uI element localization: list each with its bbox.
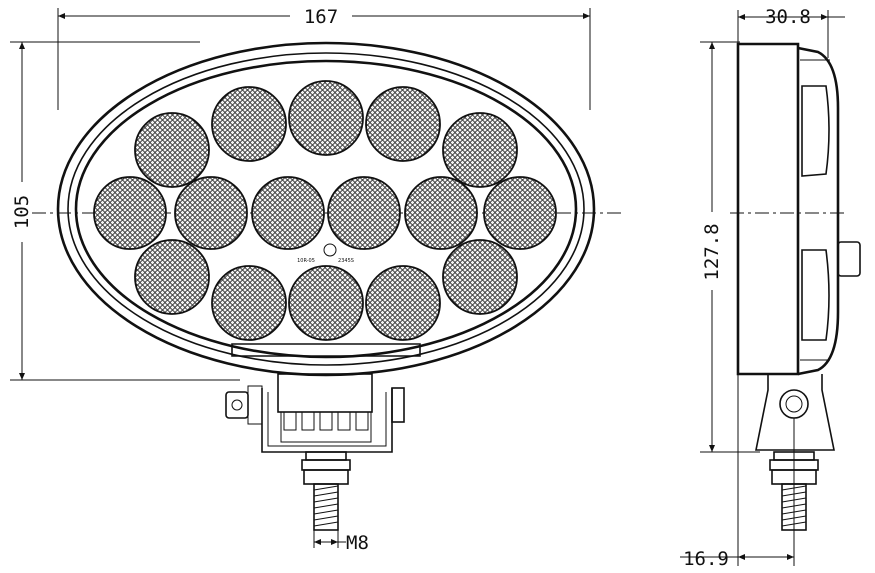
front-mounting-bracket (225, 373, 405, 531)
front-view: 167 105 (10, 6, 622, 554)
housing-outer (56, 41, 596, 377)
badge-left-text: 10R-05 (297, 258, 315, 264)
led-module (365, 86, 441, 162)
bottom-strip (231, 343, 421, 357)
led-module (251, 176, 325, 250)
led-module (134, 112, 210, 188)
led-module (134, 239, 210, 315)
side-connector (837, 241, 861, 277)
side-depth-dimension: 30.8 (737, 6, 845, 58)
front-height-dimension: 105 (10, 41, 240, 381)
front-width-label: 167 (304, 6, 338, 28)
led-module (327, 176, 401, 250)
side-view: 30.8 127.8 (680, 6, 861, 570)
side-mounting-bracket (755, 374, 835, 531)
badge-right-text: 2345S (338, 258, 354, 264)
side-depth-label: 30.8 (765, 6, 811, 28)
led-module (442, 239, 518, 315)
side-heat-sink-lower (801, 249, 830, 341)
led-module (211, 86, 287, 162)
bracket-offset-dimension: 16.9 (680, 374, 795, 570)
certification-badge: 10R-05 2345S (297, 243, 354, 264)
led-module (174, 176, 248, 250)
side-height-dimension: 127.8 (700, 41, 760, 453)
led-array (93, 80, 557, 341)
side-housing-back (797, 46, 840, 376)
front-height-label: 105 (11, 195, 33, 229)
led-module (93, 176, 167, 250)
side-housing-front (736, 42, 800, 376)
housing-rim (67, 52, 585, 366)
front-width-dimension: 167 (57, 6, 591, 110)
led-module (483, 176, 557, 250)
led-module (404, 176, 478, 250)
side-height-label: 127.8 (701, 223, 723, 280)
led-module (442, 112, 518, 188)
bracket-offset-label: 16.9 (683, 548, 729, 570)
led-module (288, 80, 364, 156)
thread-label: M8 (346, 532, 369, 554)
thread-dimension: M8 (313, 530, 369, 554)
lens-edge (74, 59, 578, 359)
side-heat-sink-upper (801, 85, 830, 177)
led-module (211, 265, 287, 341)
led-module (288, 265, 364, 341)
led-module (365, 265, 441, 341)
